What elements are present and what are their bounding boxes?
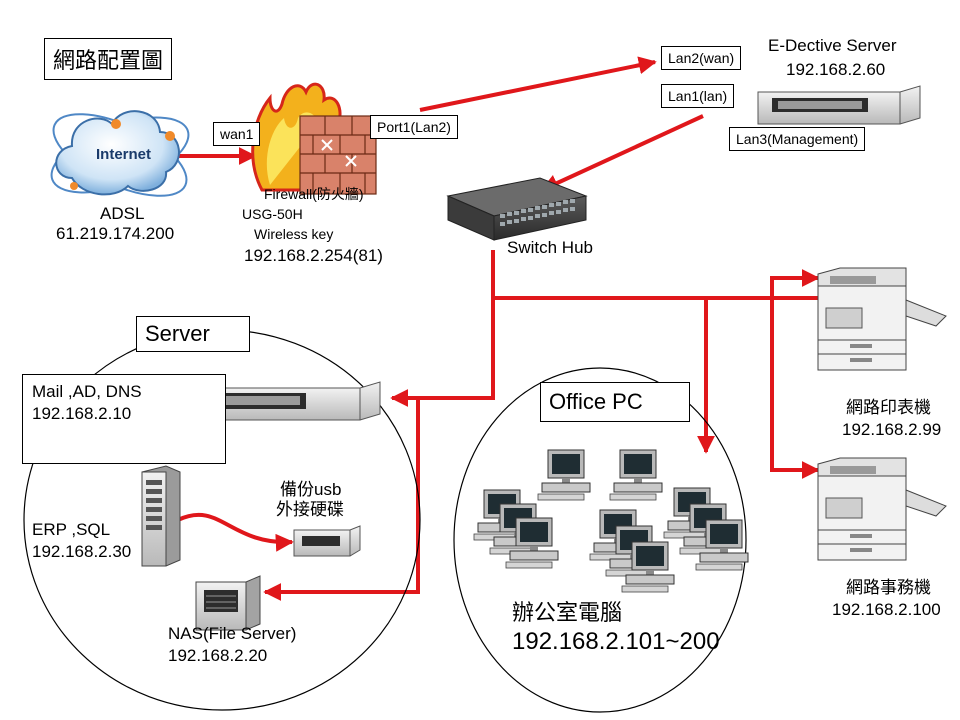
- link-printer-2: [770, 298, 820, 479]
- switch-hub-label: Switch Hub: [507, 238, 593, 257]
- firewall-wan-port: wan1: [213, 122, 261, 146]
- mail-server-name: Mail ,AD, DNS: [32, 382, 142, 401]
- firewall-lan-port: Port1(Lan2): [370, 115, 458, 139]
- mail-server-box: [22, 374, 226, 464]
- internet-cloud-icon: [50, 110, 190, 197]
- internet-name: ADSL: [100, 204, 145, 223]
- firewall-name: Firewall(防火牆): [264, 186, 364, 202]
- edective-server-icon: [757, 85, 921, 125]
- office-pc-ip-range: 192.168.2.101~200: [512, 628, 720, 655]
- erp-server-name: ERP ,SQL: [32, 520, 111, 539]
- usb-backup-label-1: 備份usb: [280, 480, 342, 499]
- edective-name: E-Dective Server: [768, 36, 897, 55]
- connections: [172, 56, 842, 601]
- printer-name: 網路印表機: [846, 398, 931, 417]
- erp-server-icon: [141, 465, 181, 567]
- nas-icon: [195, 575, 261, 631]
- edective-lan3-port: Lan3(Management): [729, 127, 866, 151]
- switch-hub-icon: [446, 177, 588, 241]
- link-printer-1: [770, 269, 820, 298]
- firewall-icon: [251, 82, 377, 195]
- usb-backup-label-2: 外接硬碟: [276, 500, 344, 519]
- link-firewall-edective: [419, 56, 657, 112]
- link-nas: [263, 398, 420, 601]
- link-usb-backup: [177, 512, 294, 552]
- nas-name: NAS(File Server): [168, 624, 297, 643]
- office-pc-name: 辦公室電腦: [512, 600, 623, 625]
- nas-ip: 192.168.2.20: [168, 646, 268, 665]
- office-group-circle: [453, 367, 747, 713]
- firewall-wireless: Wireless key: [254, 226, 334, 242]
- erp-server-ip: 192.168.2.30: [32, 542, 132, 561]
- multifunction-printer-icon: [817, 457, 947, 561]
- office-group-title: Office PC: [540, 382, 690, 422]
- usb-disk-icon: [293, 525, 361, 557]
- edective-ip: 192.168.2.60: [786, 60, 886, 79]
- firewall-model: USG-50H: [242, 206, 303, 222]
- internet-cloud-label: Internet: [96, 146, 152, 163]
- edective-lan2-port: Lan2(wan): [661, 46, 742, 70]
- edective-lan1-port: Lan1(lan): [661, 84, 735, 108]
- mfp-name: 網路事務機: [846, 578, 931, 597]
- printer-icon: [817, 267, 947, 371]
- firewall-ip: 192.168.2.254(81): [244, 246, 383, 265]
- link-edective-switch: [540, 114, 704, 192]
- internet-ip: 61.219.174.200: [56, 224, 175, 243]
- diagram-title: 網路配置圖: [44, 38, 173, 80]
- mfp-ip: 192.168.2.100: [832, 600, 941, 619]
- link-switch-server: [390, 250, 495, 407]
- printer-ip: 192.168.2.99: [842, 420, 942, 439]
- mail-server-ip: 192.168.2.10: [32, 404, 132, 423]
- server-group-title: Server: [136, 316, 250, 352]
- office-pc-cluster-icon: [473, 449, 749, 593]
